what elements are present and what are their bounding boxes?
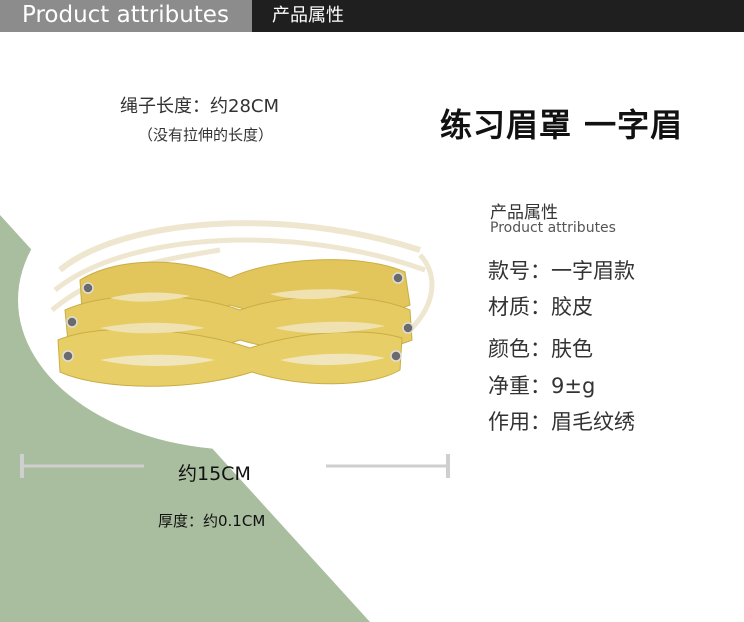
attributes-heading-en: Product attributes <box>490 220 616 236</box>
product-title: 练习眉罩 一字眉 <box>440 106 684 144</box>
rope-length-label: 绳子长度：约28CM <box>120 96 280 117</box>
width-measure-line <box>20 454 450 478</box>
width-label: 约15CM <box>178 463 251 485</box>
attribute-weight: 净重：9±g <box>488 374 596 398</box>
attributes-heading-cn: 产品属性 <box>490 203 558 223</box>
attribute-material: 材质：胶皮 <box>488 295 593 319</box>
rope-length-note: （没有拉伸的长度） <box>138 126 274 144</box>
eyebrow-mask-image <box>50 220 435 387</box>
attribute-color: 颜色：肤色 <box>488 337 593 361</box>
header-title-cn: 产品属性 <box>272 5 344 26</box>
header-title-en: Product attributes <box>0 0 252 32</box>
attribute-usage: 作用：眉毛纹绣 <box>488 410 635 434</box>
thickness-label: 厚度：约0.1CM <box>158 512 266 530</box>
attribute-model: 款号：一字眉款 <box>488 259 635 283</box>
header-bar: Product attributes 产品属性 <box>0 0 744 32</box>
